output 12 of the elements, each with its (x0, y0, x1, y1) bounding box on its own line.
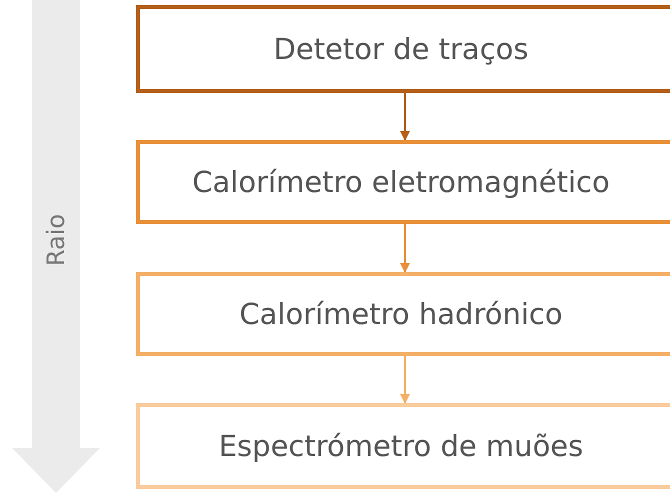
box-label: Detetor de traços (274, 32, 528, 66)
arrow (400, 93, 410, 141)
process-box (136, 140, 670, 224)
process-box (136, 5, 670, 93)
arrow (400, 356, 410, 404)
box-label: Calorímetro eletromagnético (192, 165, 610, 199)
arrow (400, 224, 410, 273)
process-box (136, 403, 670, 489)
box-label: Espectrómetro de muões (218, 429, 584, 463)
axis-label: Raio (42, 214, 70, 266)
box-label: Calorímetro hadrónico (239, 297, 563, 331)
process-box (136, 272, 670, 356)
